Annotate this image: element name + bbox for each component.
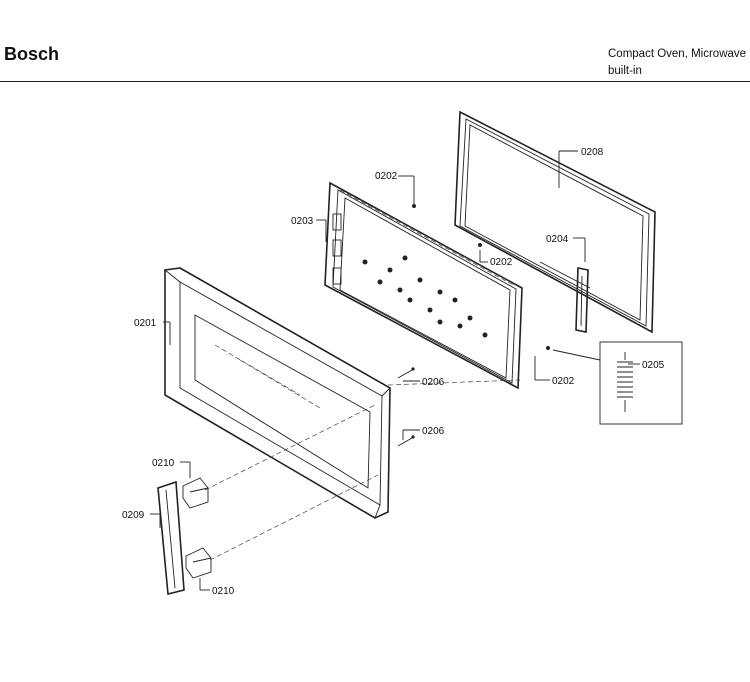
- part-0209-handle-drawing: [157, 480, 185, 596]
- product-line-1: Compact Oven, Microwave: [608, 48, 747, 60]
- callout-0203: 0203: [291, 216, 314, 227]
- part-0201-outer-door-drawing: [164, 267, 391, 519]
- callout-0210-lower: 0210: [212, 586, 235, 597]
- callout-0202-right: 0202: [552, 376, 575, 387]
- callout-0202-middle: 0202: [490, 257, 513, 268]
- callout-0205: 0205: [642, 360, 665, 371]
- part-0206-screws-drawing: [397, 367, 415, 447]
- part-0202-clips-drawing: [412, 204, 550, 350]
- part-0204-bracket-drawing: [575, 267, 589, 333]
- callout-0208: 0208: [581, 147, 604, 158]
- part-0210-caps-drawing: [182, 477, 212, 579]
- part-0203-inner-panel-drawing: [324, 181, 523, 390]
- callout-0209: 0209: [122, 510, 145, 521]
- header-rule: [0, 81, 750, 82]
- product-line-2: built-in: [608, 65, 642, 77]
- callout-0210-upper: 0210: [152, 458, 175, 469]
- callout-leaders: [150, 150, 640, 591]
- callout-0202-top: 0202: [375, 171, 398, 182]
- product-description: Compact Oven, Microwave built-in: [608, 46, 746, 80]
- callout-0206-lower: 0206: [422, 426, 445, 437]
- callout-0206-upper: 0206: [422, 377, 445, 388]
- callout-0204: 0204: [546, 234, 569, 245]
- part-0208-door-frame-drawing: [454, 110, 656, 334]
- callout-labels: 0201 0202 0202 0202 0203 0204 0205 0206 …: [122, 147, 665, 597]
- part-0205-spring-drawing: [552, 341, 683, 425]
- assembly-guide-lines: [204, 379, 521, 561]
- callout-0201: 0201: [134, 318, 157, 329]
- brand-title: Bosch: [4, 44, 60, 64]
